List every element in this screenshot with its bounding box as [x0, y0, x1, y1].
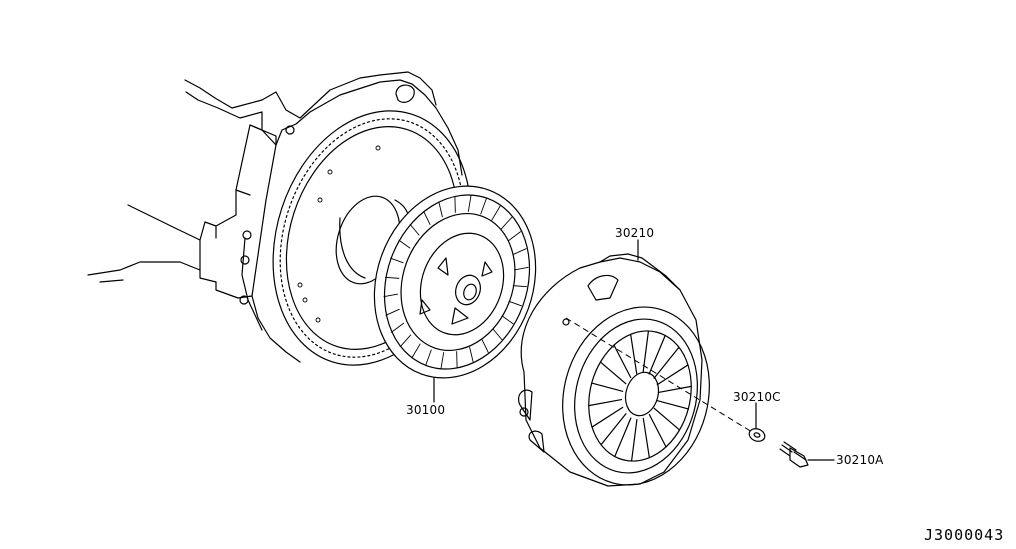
diaphragm-finger — [654, 408, 679, 430]
clutch-cover — [519, 254, 729, 502]
part-label-30210: 30210 — [615, 226, 654, 240]
washer — [747, 427, 766, 444]
diaphragm-finger — [649, 414, 666, 446]
clutch-disc — [348, 163, 562, 401]
part-label-30210a: 30210A — [836, 453, 884, 467]
part-label-30100: 30100 — [406, 403, 445, 417]
diaphragm-finger — [643, 418, 649, 457]
diaphragm-finger — [632, 420, 637, 461]
diaphragm-finger — [614, 345, 631, 377]
diagram-code: J3000043 — [924, 526, 1004, 544]
part-label-30210c: 30210C — [733, 390, 781, 404]
diaphragm-finger — [657, 401, 688, 409]
diaphragm-finger — [631, 334, 637, 373]
diaphragm-finger — [589, 400, 622, 406]
diaphragm-finger — [592, 383, 623, 391]
diaphragm-finger — [600, 362, 625, 384]
bolt — [780, 442, 808, 467]
